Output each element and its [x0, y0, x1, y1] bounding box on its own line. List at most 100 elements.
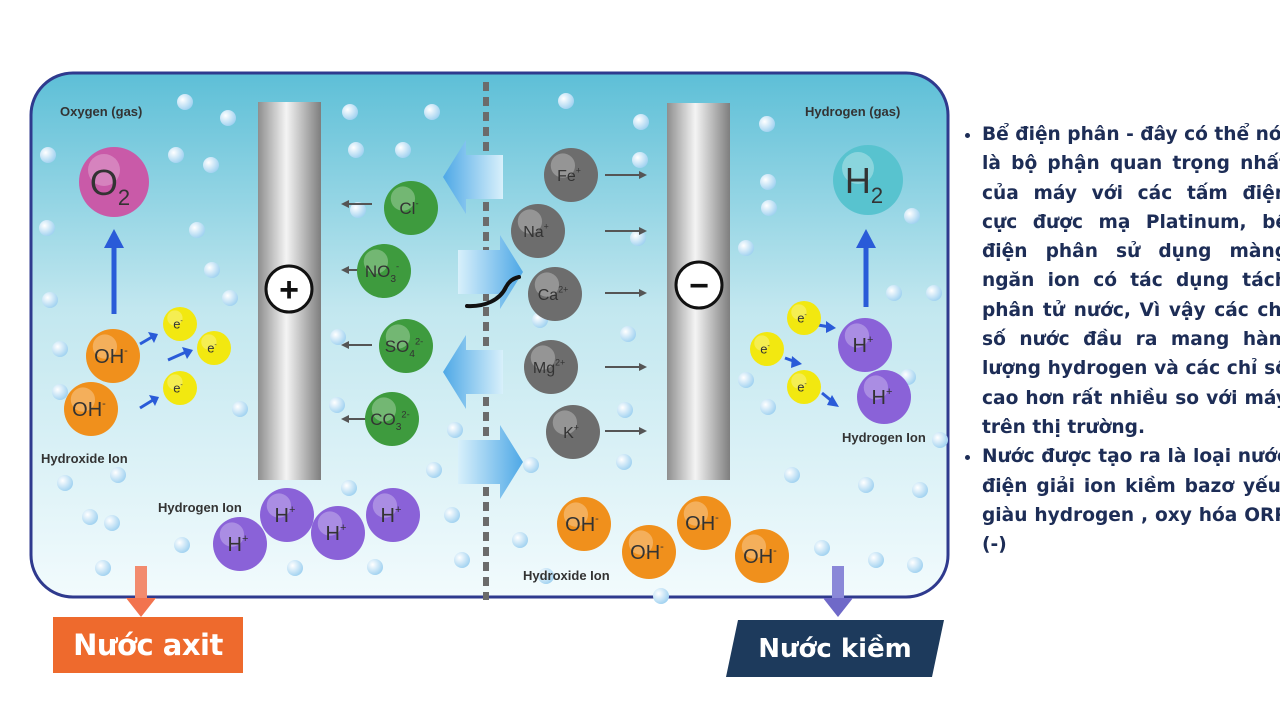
water-bubble — [348, 142, 364, 158]
water-bubble — [40, 147, 56, 163]
hydroxide-ion: OH- — [86, 329, 140, 383]
alkaline-outlet-arrow — [823, 566, 853, 617]
water-bubble — [329, 397, 345, 413]
description-bullet: Bể điện phân - đây có thể nói là bộ phận… — [982, 120, 1280, 442]
hydrogen-ion: H+ — [311, 506, 365, 560]
hand-stroke — [465, 275, 521, 309]
water-bubble — [761, 200, 777, 216]
cation-na: Na+ — [511, 204, 565, 258]
water-bubble — [630, 230, 646, 246]
electron-label: e- — [173, 381, 183, 396]
water-bubble — [168, 147, 184, 163]
label-hydroxide-ion-right: Hydroxide Ion — [523, 568, 610, 583]
water-bubble — [886, 285, 902, 301]
water-bubble — [907, 557, 923, 573]
water-bubble — [52, 341, 68, 357]
anion-cl: Cl- — [384, 181, 438, 235]
hydroxide-ion-label: OH- — [743, 545, 777, 568]
drift-arrow-head — [341, 341, 349, 349]
electron-label: e- — [797, 311, 807, 326]
arrow-left-top — [443, 140, 503, 214]
hydroxide-ion: OH- — [64, 382, 118, 436]
anion-cl-label: Cl- — [399, 198, 418, 218]
water-bubble — [784, 467, 800, 483]
drift-arrow-head — [639, 427, 647, 435]
water-bubble — [738, 372, 754, 388]
electron-label: e- — [173, 317, 183, 332]
drift-arrow-head — [341, 200, 349, 208]
water-bubble — [868, 552, 884, 568]
acid-water-tag: Nước axit — [53, 617, 243, 673]
label-hydrogen-gas: Hydrogen (gas) — [805, 104, 900, 119]
water-bubble — [912, 482, 928, 498]
water-bubble — [395, 142, 411, 158]
hydrogen-ion-label: H+ — [326, 522, 347, 545]
electron: e- — [163, 307, 197, 341]
anion-no-label: NO3- — [365, 261, 399, 285]
water-bubble — [759, 116, 775, 132]
hydrogen-ion-label: H+ — [853, 334, 874, 357]
water-bubble — [177, 94, 193, 110]
water-bubble — [203, 157, 219, 173]
hydrogen-ion: H+ — [366, 488, 420, 542]
anode-sign: + — [264, 264, 314, 314]
hydroxide-ion-label: OH- — [94, 345, 128, 368]
arrow-left-bottom — [443, 335, 503, 409]
cathode-sign: − — [674, 260, 724, 310]
water-bubble — [104, 515, 120, 531]
water-bubble — [57, 475, 73, 491]
electron: e- — [787, 370, 821, 404]
water-bubble — [932, 432, 948, 448]
water-bubble — [222, 290, 238, 306]
hydrogen-ion-label: H+ — [275, 504, 296, 527]
water-bubble — [617, 402, 633, 418]
water-bubble — [454, 552, 470, 568]
water-bubble — [110, 467, 126, 483]
hydrogen-ion: H+ — [260, 488, 314, 542]
water-bubble — [738, 240, 754, 256]
water-bubble — [760, 174, 776, 190]
water-bubble — [814, 540, 830, 556]
hydrogen-rise-arrow — [856, 229, 876, 307]
arrow-right-bottom — [458, 425, 523, 499]
hydroxide-ion-label: OH- — [72, 398, 106, 421]
electron: e- — [197, 331, 231, 365]
water-bubble — [426, 462, 442, 478]
drift-arrow-head — [639, 363, 647, 371]
arrow-right-top — [458, 235, 523, 309]
water-bubble — [39, 220, 55, 236]
svg-text:+: + — [279, 271, 299, 309]
electron: e- — [750, 332, 784, 366]
hydroxide-ion: OH- — [622, 525, 676, 579]
label-oxygen-gas: Oxygen (gas) — [60, 104, 142, 119]
hydroxide-ion: OH- — [735, 529, 789, 583]
oxygen-rise-arrow — [104, 229, 124, 314]
water-bubble — [616, 454, 632, 470]
water-bubble — [760, 399, 776, 415]
drift-arrow-head — [341, 415, 349, 423]
hydrogen-ion: H+ — [857, 370, 911, 424]
svg-text:H2: H2 — [845, 160, 883, 208]
acid-outlet-arrow — [126, 566, 156, 617]
hydroxide-ion: OH- — [557, 497, 611, 551]
hydrogen-ion: H+ — [213, 517, 267, 571]
h2-molecule: H2 — [833, 145, 903, 215]
hydroxide-ion-label: OH- — [685, 512, 719, 535]
cation-mg: Mg2+ — [524, 340, 578, 394]
drift-arrow-head — [639, 289, 647, 297]
water-bubble — [558, 93, 574, 109]
electron-label: e- — [207, 341, 217, 356]
water-bubble — [633, 114, 649, 130]
description-bullet: Nước được tạo ra là loại nước điện giải … — [982, 442, 1280, 559]
drift-arrow-head — [341, 266, 349, 274]
water-bubble — [444, 507, 460, 523]
water-bubble — [95, 560, 111, 576]
water-bubble — [620, 326, 636, 342]
cation-mg-label: Mg2+ — [533, 358, 565, 377]
electron: e- — [787, 301, 821, 335]
hydroxide-ion-label: OH- — [565, 513, 599, 536]
anion-co: CO32- — [365, 392, 419, 446]
label-hydrogen-ion-left: Hydrogen Ion — [158, 500, 242, 515]
water-bubble — [220, 110, 236, 126]
water-bubble — [42, 292, 58, 308]
